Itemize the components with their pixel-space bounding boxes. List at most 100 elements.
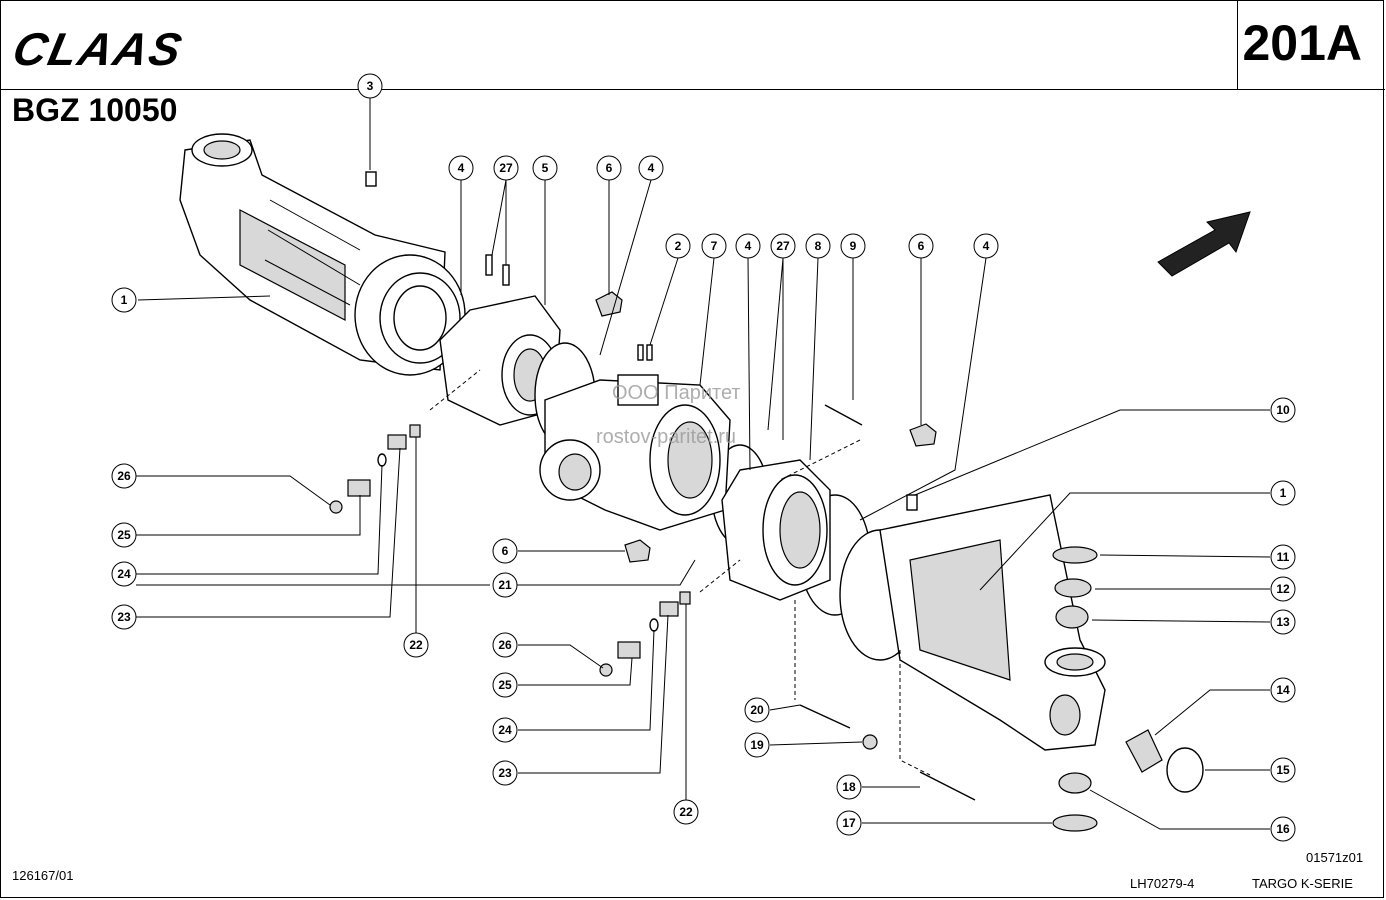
callout-9: 9 <box>840 233 866 259</box>
svg-text:20: 20 <box>750 703 764 717</box>
callout-23-a: 23 <box>111 604 137 630</box>
callout-26-a: 26 <box>111 463 137 489</box>
callout-27-b: 27 <box>770 233 796 259</box>
callout-20: 20 <box>744 697 770 723</box>
callout-16: 16 <box>1270 816 1296 842</box>
callout-5: 5 <box>532 155 558 181</box>
callout-14: 14 <box>1270 677 1296 703</box>
footer-center-ref: LH70279-4 <box>1130 876 1195 891</box>
header-divider <box>1 89 1237 90</box>
svg-text:6: 6 <box>502 544 509 558</box>
part-27-left-a <box>485 254 493 276</box>
callout-24-a: 24 <box>111 561 137 587</box>
callout-8: 8 <box>805 233 831 259</box>
callout-15: 15 <box>1270 757 1296 783</box>
part-14-bushing <box>1125 729 1163 773</box>
part-12-seal <box>1054 578 1092 598</box>
part-25-lower <box>617 641 641 659</box>
callout-17: 17 <box>836 810 862 836</box>
svg-text:2: 2 <box>675 239 682 253</box>
callout-6-b: 6 <box>908 233 934 259</box>
leader-lines <box>136 98 1271 830</box>
part-6-plug-right <box>909 423 937 447</box>
svg-text:6: 6 <box>606 161 613 175</box>
sheet-number: 201A <box>1242 15 1362 71</box>
svg-text:24: 24 <box>117 567 131 581</box>
svg-text:9: 9 <box>850 239 857 253</box>
svg-text:14: 14 <box>1276 683 1290 697</box>
svg-text:11: 11 <box>1277 550 1290 564</box>
part-26-lower <box>599 663 613 677</box>
sheet-number-box-bottom <box>1237 89 1385 90</box>
left-axle-housing <box>179 133 466 376</box>
part-10-vent <box>906 494 918 511</box>
callout-13: 13 <box>1270 609 1296 635</box>
svg-text:25: 25 <box>498 678 512 692</box>
part-15-ring <box>1166 747 1204 793</box>
svg-text:27: 27 <box>499 161 513 175</box>
svg-text:26: 26 <box>498 638 512 652</box>
part-13-bearing <box>1055 605 1089 629</box>
callout-10: 10 <box>1270 397 1296 423</box>
callout-11: 11 <box>1270 544 1296 570</box>
callout-27-a: 27 <box>493 155 519 181</box>
svg-text:6: 6 <box>918 239 925 253</box>
svg-text:22: 22 <box>409 638 423 652</box>
part-11-washer <box>1052 546 1098 564</box>
part-16-bearing <box>1058 772 1092 794</box>
part-26-left <box>329 500 343 514</box>
part-18-bolt <box>919 771 976 801</box>
callout-24-b: 24 <box>492 717 518 743</box>
part-3-plug <box>365 171 377 187</box>
callout-25-a: 25 <box>111 522 137 548</box>
callout-2: 2 <box>665 233 691 259</box>
part-9-bolt <box>824 404 863 426</box>
callout-6-a: 6 <box>596 155 622 181</box>
watermark-url: rostov-paritet.ru <box>596 426 737 448</box>
callout-4-a: 4 <box>448 155 474 181</box>
footer-model: TARGO K-SERIE <box>1252 876 1353 891</box>
center-differential-housing <box>539 374 731 531</box>
header-vertical-divider <box>1237 1 1238 89</box>
svg-text:4: 4 <box>458 161 465 175</box>
part-23-left <box>387 434 407 450</box>
part-24-left <box>377 453 387 467</box>
part-22-lower <box>679 591 691 605</box>
callout-22-b: 22 <box>673 799 699 825</box>
svg-text:1: 1 <box>121 293 128 307</box>
part-17-washer <box>1052 814 1098 832</box>
part-24-lower <box>649 618 659 632</box>
svg-text:19: 19 <box>750 738 764 752</box>
footer-drawing-ref: 01571z01 <box>1306 850 1364 865</box>
svg-text:4: 4 <box>983 239 990 253</box>
svg-text:12: 12 <box>1276 582 1290 596</box>
callout-1-right: 1 <box>1270 480 1296 506</box>
part-27-left-b <box>502 264 510 286</box>
part-20-bolt <box>799 704 851 729</box>
callout-12: 12 <box>1270 576 1296 602</box>
svg-text:1: 1 <box>1280 486 1287 500</box>
part-25-left <box>347 479 371 497</box>
callout-18: 18 <box>836 774 862 800</box>
callout-1-left: 1 <box>111 287 137 313</box>
part-2-a <box>637 344 644 361</box>
svg-text:18: 18 <box>842 780 856 794</box>
callout-7: 7 <box>701 233 727 259</box>
part-2-b <box>646 344 653 361</box>
group-code: BGZ 10050 <box>12 92 178 128</box>
svg-text:17: 17 <box>842 816 856 830</box>
callout-4-b: 4 <box>638 155 664 181</box>
svg-text:15: 15 <box>1276 763 1290 777</box>
right-axle-housing <box>839 494 1106 751</box>
part-6-plug-top <box>595 291 623 317</box>
part-19-nut <box>862 734 878 750</box>
svg-text:4: 4 <box>745 239 752 253</box>
callout-26-b: 26 <box>492 632 518 658</box>
callout-22-a: 22 <box>403 632 429 658</box>
part-23-lower <box>659 601 679 617</box>
svg-text:10: 10 <box>1276 403 1290 417</box>
svg-text:3: 3 <box>367 79 374 93</box>
svg-text:4: 4 <box>648 161 655 175</box>
